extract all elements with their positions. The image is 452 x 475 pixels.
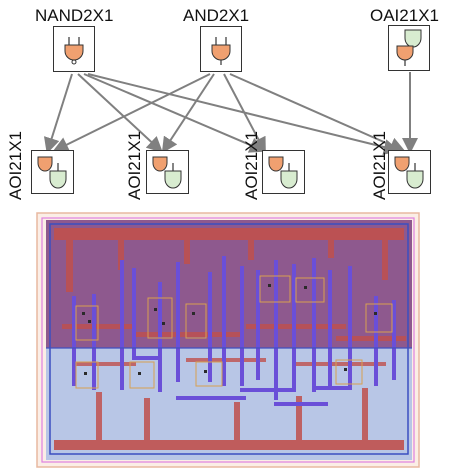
cell-label-aoi21x1-4: AOI21X1 (370, 131, 389, 200)
layout-gnd-rail (54, 440, 404, 450)
arrow-nand-aoi4 (87, 73, 400, 155)
arrow-and-aoi2 (161, 73, 215, 154)
layout-vdd-rail (54, 228, 404, 240)
cell-box-and2x1[interactable] (200, 26, 242, 72)
arrow-and-aoi3 (223, 73, 266, 154)
cell-label-nand2x1: NAND2X1 (35, 6, 114, 25)
and-gate-icon (211, 37, 231, 65)
cell-box-aoi21x1-1[interactable] (31, 150, 74, 194)
arrow-and-aoi4 (229, 73, 406, 153)
layout-inner-box (49, 223, 409, 455)
cell-box-aoi21x1-3[interactable] (262, 150, 305, 194)
cell-box-oai21x1[interactable] (388, 25, 430, 71)
layout-well-outline (41, 217, 415, 463)
arrow-nand-aoi2 (77, 73, 163, 153)
layout-view (36, 212, 420, 468)
arrow-nand-aoi1 (43, 73, 73, 154)
cell-label-aoi21x1-2: AOI21X1 (125, 131, 144, 200)
aoi-gate-icon (37, 156, 67, 189)
aoi-gate-icon (152, 156, 182, 189)
cell-label-and2x1: AND2X1 (183, 6, 250, 25)
nand-gate-icon (64, 37, 84, 65)
arrow-nand-aoi3 (83, 73, 266, 153)
dependency-arrows (43, 72, 418, 155)
aoi-gate-icon (394, 156, 424, 189)
cell-box-nand2x1[interactable] (53, 26, 95, 72)
cell-box-aoi21x1-4[interactable] (388, 150, 431, 194)
cell-label-aoi21x1-3: AOI21X1 (242, 131, 261, 200)
oai-gate-icon (396, 29, 422, 66)
cell-label-oai21x1: OAI21X1 (370, 6, 439, 25)
aoi-gate-icon (268, 156, 298, 189)
arrow-and-aoi1 (52, 73, 211, 152)
cell-box-aoi21x1-2[interactable] (146, 150, 189, 194)
cell-label-aoi21x1-1: AOI21X1 (6, 131, 25, 200)
